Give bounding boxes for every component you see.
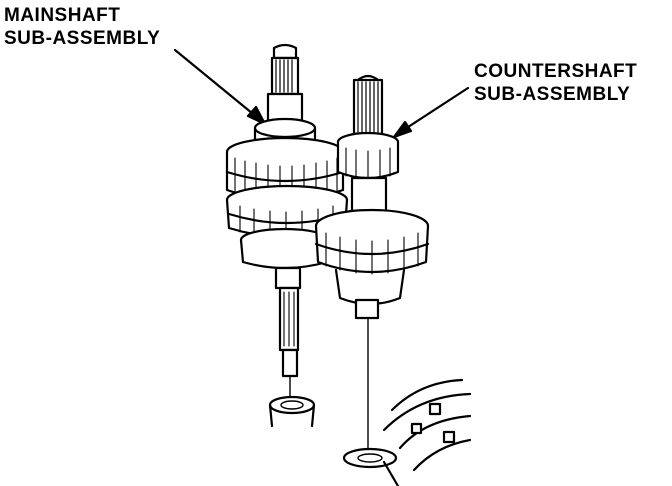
mainshaft-leader-arrow — [173, 48, 267, 126]
countershaft-leader-arrow — [392, 86, 470, 139]
transmission-case-fragment — [382, 378, 472, 486]
countershaft — [314, 74, 430, 469]
mainshaft-label-line1: MAINSHAFT — [4, 5, 121, 26]
countershaft-label-line1: COUNTERSHAFT — [474, 61, 638, 82]
mainshaft-label-line2: SUB-ASSEMBLY — [4, 28, 161, 49]
countershaft-label-line2: SUB-ASSEMBLY — [474, 84, 631, 105]
countershaft-label: COUNTERSHAFT SUB-ASSEMBLY — [474, 60, 637, 106]
mainshaft-label: MAINSHAFT SUB-ASSEMBLY — [4, 4, 160, 50]
